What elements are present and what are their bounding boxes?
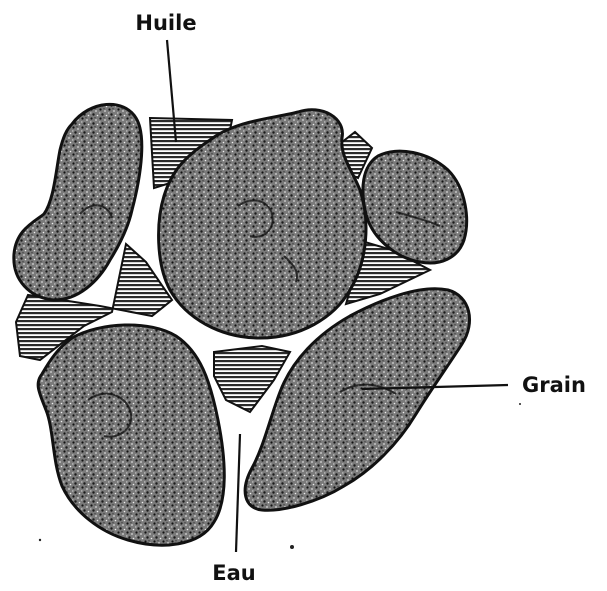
label-water: Eau xyxy=(212,561,255,585)
label-grain: Grain xyxy=(522,373,586,397)
grain-bottom-left xyxy=(38,325,224,545)
leader-line-water xyxy=(236,434,240,552)
label-oil: Huile xyxy=(135,11,196,35)
